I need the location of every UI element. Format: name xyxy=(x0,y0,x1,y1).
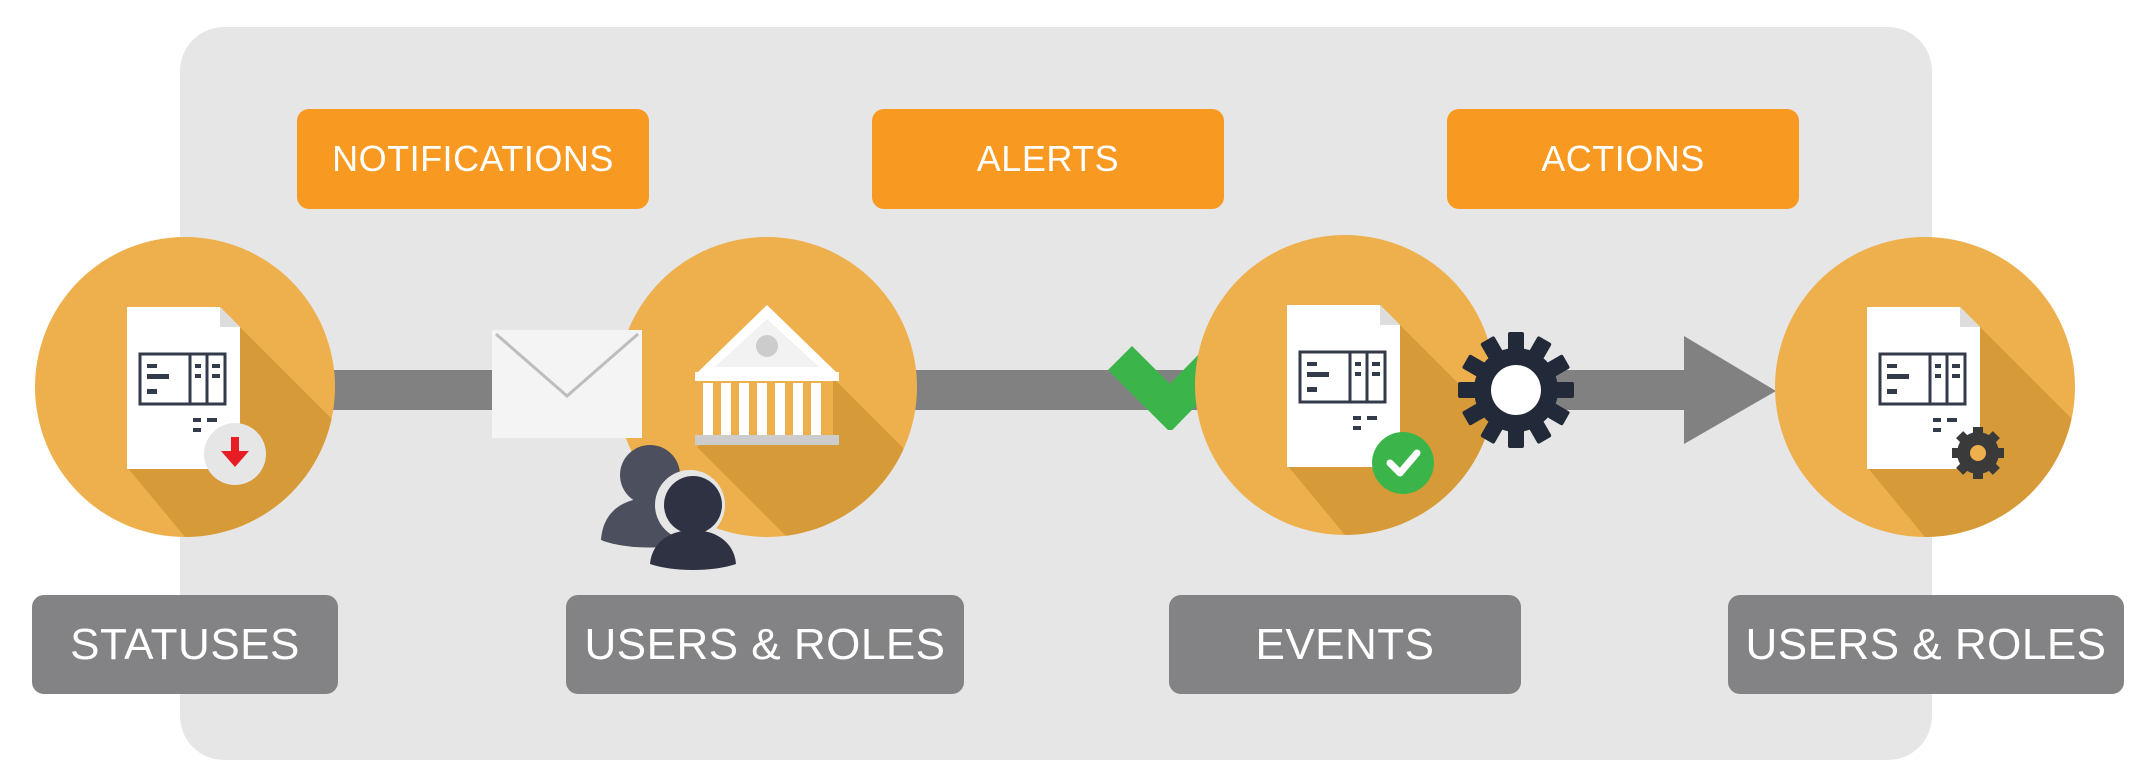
bank-icon xyxy=(695,305,839,445)
tag-notifications: NOTIFICATIONS xyxy=(297,109,649,209)
label-users-roles-1: USERS & ROLES xyxy=(566,595,964,694)
envelope-icon xyxy=(492,330,642,438)
label-statuses: STATUSES xyxy=(32,595,338,694)
label-events: EVENTS xyxy=(1169,595,1521,694)
events-node xyxy=(1195,235,1495,535)
statuses-node xyxy=(35,237,335,537)
tag-alerts: ALERTS xyxy=(872,109,1224,209)
label-users-roles-2: USERS & ROLES xyxy=(1728,595,2124,694)
users-roles-node-2 xyxy=(1775,237,2075,537)
gear-icon xyxy=(1458,332,1574,448)
document-icon xyxy=(1287,305,1400,467)
arrow-right-icon xyxy=(1684,336,1776,444)
download-badge-icon xyxy=(204,423,266,485)
tag-actions: ACTIONS xyxy=(1447,109,1799,209)
document-icon xyxy=(127,307,240,469)
users-icon xyxy=(601,445,736,570)
document-icon xyxy=(1867,307,1980,469)
small-gear-icon xyxy=(1952,427,2004,479)
check-badge-icon xyxy=(1372,432,1434,494)
users-roles-node-1 xyxy=(617,237,917,537)
